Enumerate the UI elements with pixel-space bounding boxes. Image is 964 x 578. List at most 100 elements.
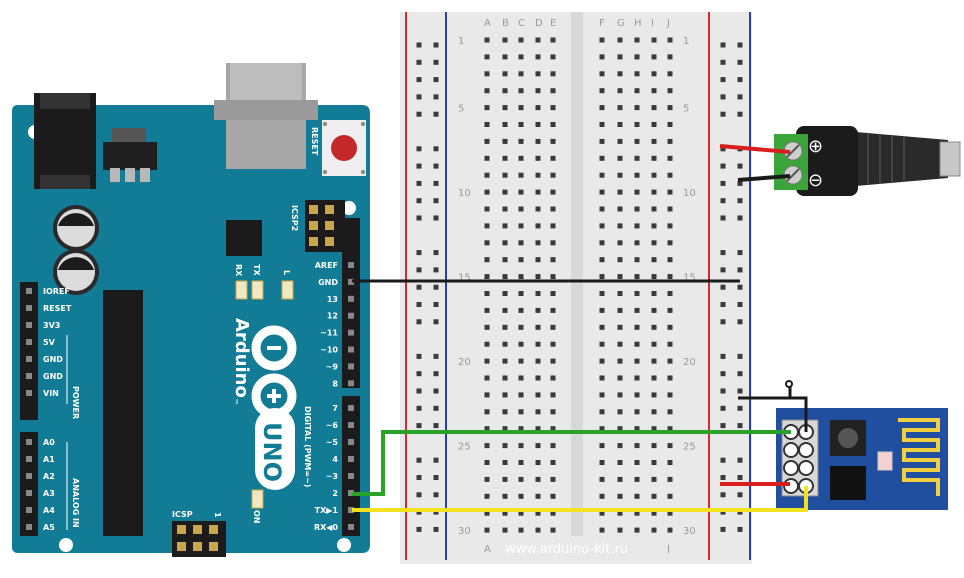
breadboard-hole [651, 138, 657, 144]
breadboard-hole [535, 291, 541, 296]
breadboard-hole [634, 426, 640, 432]
rail-hole [720, 77, 726, 83]
rail-hole [720, 215, 726, 221]
breadboard-hole [484, 71, 490, 77]
rail-hole [737, 423, 743, 429]
column-letter: I [651, 18, 654, 29]
rail-hole [720, 267, 726, 273]
status-led [877, 451, 893, 471]
pin-label: A4 [43, 506, 55, 515]
header-pin [348, 473, 354, 479]
rail-hole [416, 423, 422, 429]
header-pin [26, 288, 32, 294]
breadboard-hole [617, 324, 623, 330]
breadboard-hole [518, 105, 524, 111]
breadboard-hole [535, 358, 541, 364]
rail-hole [720, 180, 726, 186]
icsp2-label: ICSP2 [290, 205, 299, 231]
breadboard-hole [484, 105, 490, 111]
breadboard-hole [667, 189, 673, 195]
breadboard-hole [599, 257, 605, 263]
rail-hole [416, 42, 422, 48]
rail-hole [416, 250, 422, 256]
breadboard-hole [617, 172, 623, 178]
pin-label: 3V3 [43, 321, 60, 330]
breadboard-hole [550, 426, 556, 432]
row-number: 30 [683, 526, 696, 537]
row-number: 25 [458, 442, 471, 453]
breadboard-hole [550, 460, 556, 465]
breadboard-hole [484, 443, 490, 449]
breadboard-hole [667, 460, 673, 465]
pin-label: 4 [332, 455, 338, 464]
header-pin [26, 356, 32, 362]
rail-hole [737, 371, 743, 377]
breadboard-hole [667, 324, 673, 330]
breadboard-hole [550, 105, 556, 111]
breadboard-hole [550, 206, 556, 212]
breadboard-hole [484, 527, 490, 533]
reset-button[interactable] [322, 120, 366, 176]
breadboard-hole [667, 443, 673, 449]
breadboard-hole [617, 138, 623, 144]
power-label: POWER [71, 386, 80, 419]
breadboard-hole [518, 409, 524, 415]
breadboard-hole [502, 291, 508, 296]
breadboard-hole [484, 375, 490, 381]
breadboard-hole [667, 341, 673, 347]
uno-text: UNO [258, 422, 286, 482]
rail-hole [416, 492, 422, 498]
rail-hole [416, 146, 422, 152]
breadboard-hole [617, 493, 623, 499]
rail-hole [737, 59, 743, 65]
breadboard-hole [667, 510, 673, 516]
breadboard-hole [651, 54, 657, 60]
breadboard-hole [550, 138, 556, 144]
breadboard-hole [651, 527, 657, 533]
breadboard-hole [617, 375, 623, 381]
header-pin [26, 507, 32, 513]
digital-label: DIGITAL (PWM=~) [303, 406, 312, 487]
icsp-header [172, 521, 226, 557]
header-pin [26, 373, 32, 379]
breadboard-hole [667, 54, 673, 60]
pin-label: 5V [43, 338, 56, 347]
breadboard-hole [550, 476, 556, 482]
rail-hole [433, 59, 439, 65]
breadboard-hole [535, 443, 541, 449]
header-pin [26, 322, 32, 328]
breadboard-hole [634, 189, 640, 195]
rail-hole [416, 198, 422, 204]
rail-hole [416, 267, 422, 273]
breadboard-hole [484, 206, 490, 212]
breadboard-hole [651, 189, 657, 195]
tx-label: TX [252, 264, 261, 276]
rail-hole [737, 250, 743, 256]
breadboard-hole [535, 341, 541, 347]
breadboard-hole [502, 375, 508, 381]
breadboard-hole [667, 476, 673, 482]
column-letter: E [550, 18, 556, 29]
pin-label: ~11 [320, 329, 338, 338]
breadboard-hole [651, 409, 657, 415]
arduino-uno-board: RESET ICSP2 RX TX L Arduino ™ [12, 63, 370, 557]
breadboard-hole [535, 122, 541, 127]
pin-label: A2 [43, 472, 55, 481]
rail-hole [720, 94, 726, 100]
header-pin [348, 262, 354, 268]
breadboard-hole [484, 257, 490, 263]
rail-hole [433, 526, 439, 532]
breadboard-hole [550, 443, 556, 449]
rail-hole [416, 405, 422, 411]
breadboard-hole [651, 274, 657, 280]
breadboard-hole [484, 274, 490, 280]
breadboard-hole [484, 493, 490, 499]
row-number: 1 [683, 36, 689, 47]
breadboard-hole [667, 37, 673, 43]
pin-label: ~5 [326, 438, 339, 447]
rail-hole [416, 353, 422, 359]
breadboard-hole [518, 54, 524, 60]
breadboard-hole [667, 426, 673, 432]
breadboard-hole [599, 71, 605, 77]
row-number: 15 [683, 273, 696, 284]
